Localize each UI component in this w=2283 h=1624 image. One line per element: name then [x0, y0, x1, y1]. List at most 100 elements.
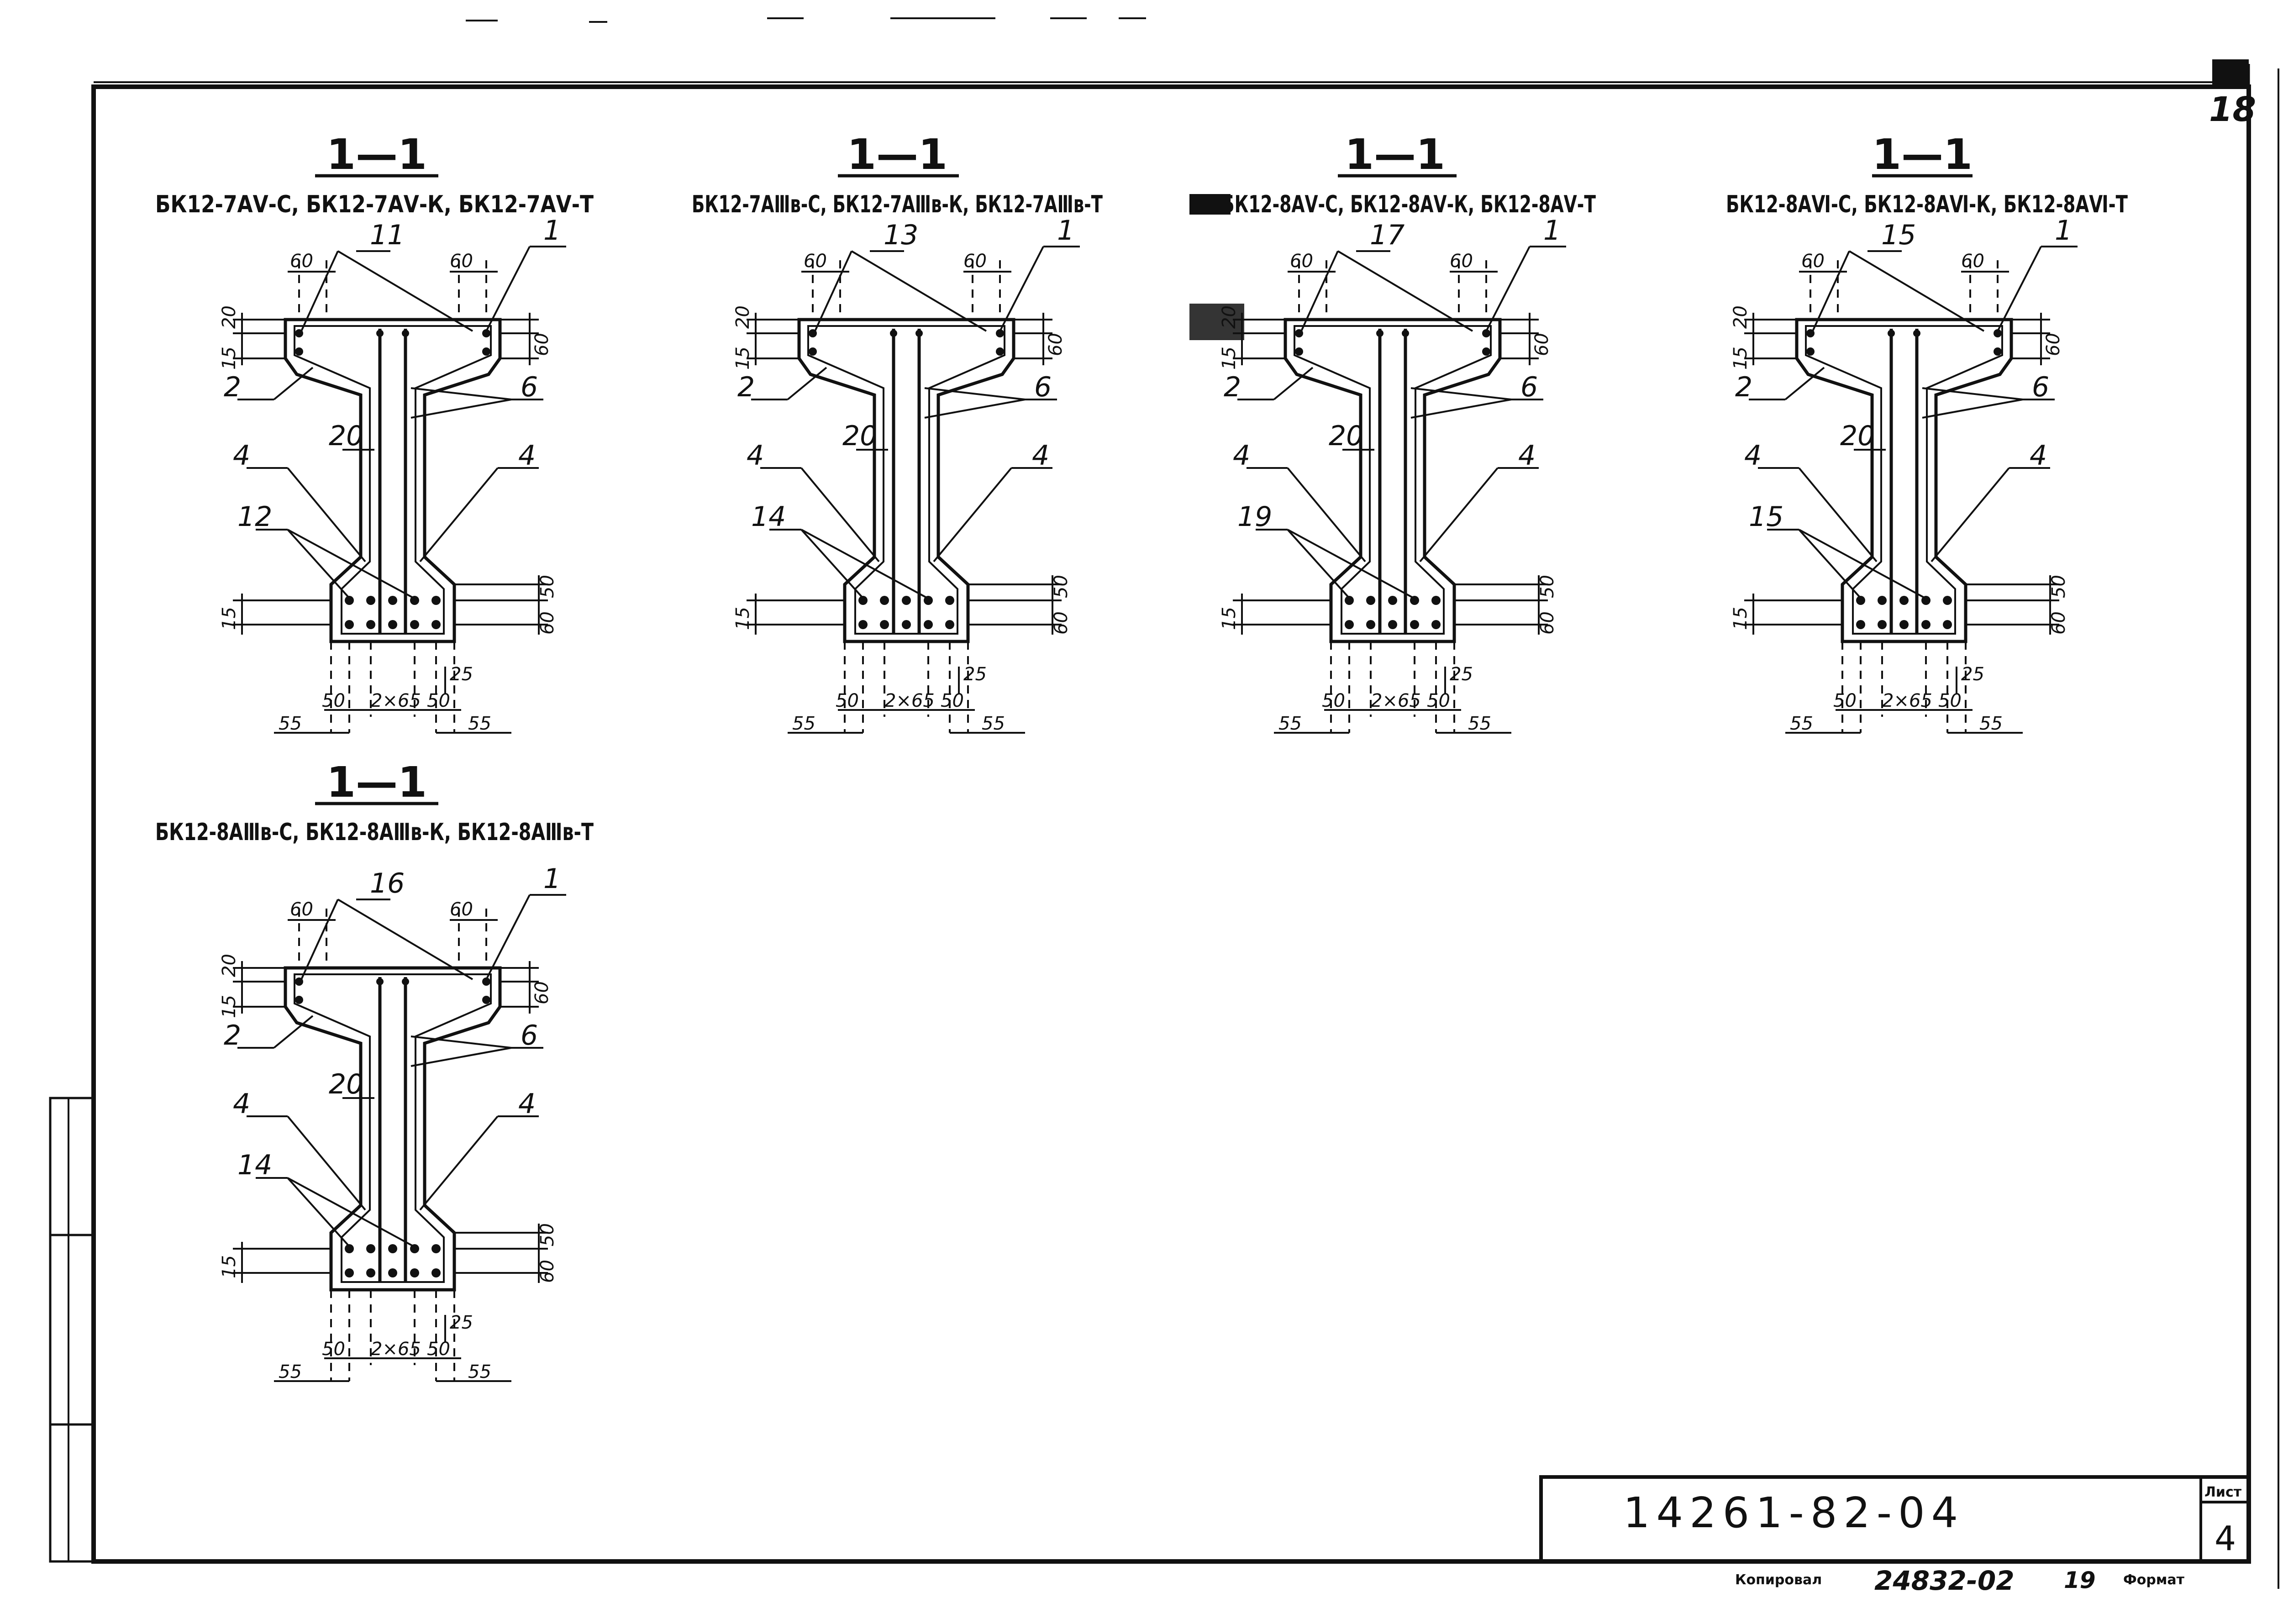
svg-text:55: 55	[1790, 713, 1813, 734]
svg-text:55: 55	[279, 713, 302, 734]
svg-text:15: 15	[732, 347, 753, 370]
label-side-right: 4	[1032, 440, 1049, 472]
label-flange: 2	[737, 371, 755, 403]
corner-tab-number: 18	[2209, 90, 2256, 129]
svg-text:50: 50	[1322, 690, 1345, 711]
svg-text:20: 20	[219, 954, 240, 977]
svg-text:15: 15	[219, 995, 240, 1018]
svg-text:50: 50	[1427, 690, 1450, 711]
section-subtitle: БК12-8АⅤ-С, БК12-8АⅤ-К, БК12-8АⅤ-Т	[1221, 191, 1596, 218]
svg-text:50: 50	[537, 575, 558, 598]
label-flange: 2	[224, 371, 241, 403]
svg-text:55: 55	[468, 713, 491, 734]
svg-text:2×65: 2×65	[371, 1339, 421, 1360]
section-1: 1—1 БК12-7АⅤ-С, БК12-7АⅤ-К, БК12-7АⅤ-Т 1…	[155, 130, 594, 734]
label-side-left: 4	[747, 440, 764, 472]
svg-text:15: 15	[1219, 607, 1240, 630]
svg-text:2×65: 2×65	[884, 690, 935, 711]
svg-text:25: 25	[450, 1312, 473, 1333]
label-side-left: 4	[1233, 440, 1250, 472]
svg-text:50: 50	[427, 690, 450, 711]
svg-text:50: 50	[322, 690, 345, 711]
section-3: 1—1 БК12-8АⅤ-С, БК12-8АⅤ-К, БК12-8АⅤ-Т 1…	[1189, 130, 1596, 734]
svg-text:25: 25	[450, 664, 473, 685]
svg-text:60: 60	[2048, 611, 2069, 635]
svg-text:50: 50	[1938, 690, 1962, 711]
svg-text:60: 60	[1051, 611, 1072, 635]
svg-text:60: 60	[1450, 251, 1473, 272]
svg-text:60: 60	[963, 251, 987, 272]
label-web-bars: 6	[1034, 371, 1052, 403]
svg-text:55: 55	[792, 713, 815, 734]
label-side-left: 4	[233, 1088, 250, 1120]
svg-text:50: 50	[1833, 690, 1857, 711]
label-corner: 1	[543, 215, 561, 247]
order-suffix: 19	[2064, 1567, 2096, 1593]
svg-text:15: 15	[1730, 607, 1751, 630]
label-bottom-bars: 14	[237, 1149, 272, 1181]
format-label: Формат	[2123, 1572, 2185, 1588]
label-web-bars: 6	[2032, 371, 2049, 403]
svg-text:50: 50	[537, 1223, 558, 1246]
order-number: 24832-02	[1874, 1565, 2015, 1596]
label-top-bars: 17	[1370, 219, 1405, 251]
label-top-bars: 16	[370, 867, 405, 899]
svg-text:20: 20	[1219, 305, 1240, 329]
svg-text:15: 15	[219, 1255, 240, 1278]
svg-text:60: 60	[450, 899, 473, 920]
svg-text:2×65: 2×65	[1882, 690, 1932, 711]
svg-text:60: 60	[1537, 611, 1558, 635]
scan-marks	[466, 17, 2279, 1589]
label-bottom-bars: 14	[751, 501, 786, 533]
svg-text:55: 55	[1278, 713, 1302, 734]
svg-text:50: 50	[322, 1339, 345, 1360]
svg-text:60: 60	[450, 251, 473, 272]
side-stamp	[49, 1097, 95, 1563]
svg-text:60: 60	[531, 981, 552, 1004]
section-title: 1—1	[326, 130, 427, 179]
label-corner: 1	[543, 863, 561, 895]
svg-text:60: 60	[1531, 333, 1552, 356]
label-top-bars: 13	[884, 219, 918, 251]
label-side-right: 4	[1518, 440, 1536, 472]
svg-text:50: 50	[941, 690, 964, 711]
svg-text:15: 15	[219, 347, 240, 370]
svg-text:55: 55	[1468, 713, 1491, 734]
label-side-right: 4	[518, 440, 536, 472]
section-title: 1—1	[847, 130, 947, 179]
label-side-left: 4	[1744, 440, 1762, 472]
label-web-width: 20	[329, 420, 363, 452]
svg-text:60: 60	[290, 899, 313, 920]
document-code: 14261-82-04	[1623, 1488, 1964, 1537]
label-web-bars: 6	[521, 371, 538, 403]
section-4: 1—1 БК12-8АⅥ-С, БК12-8АⅥ-К, БК12-8АⅥ-Т 1…	[1726, 130, 2128, 734]
section-subtitle: БК12-7АⅢв-С, БК12-7АⅢв-К, БК12-7АⅢв-Т	[692, 191, 1103, 218]
svg-text:60: 60	[290, 251, 313, 272]
section-5: 1—1 БК12-8АⅢв-С, БК12-8АⅢв-К, БК12-8АⅢв-…	[155, 758, 594, 1382]
label-flange: 2	[1224, 371, 1241, 403]
label-web-bars: 6	[1520, 371, 1538, 403]
svg-text:60: 60	[531, 333, 552, 356]
label-top-bars: 15	[1881, 219, 1916, 251]
svg-text:60: 60	[537, 611, 558, 635]
copied-label: Копировал	[1735, 1572, 1822, 1588]
svg-text:60: 60	[2043, 333, 2064, 356]
label-web-width: 20	[1329, 420, 1363, 452]
svg-text:60: 60	[1290, 251, 1313, 272]
svg-text:55: 55	[279, 1361, 302, 1382]
section-subtitle: БК12-7АⅤ-С, БК12-7АⅤ-К, БК12-7АⅤ-Т	[155, 191, 594, 218]
section-subtitle: БК12-8АⅥ-С, БК12-8АⅥ-К, БК12-8АⅥ-Т	[1726, 191, 2128, 218]
label-flange: 2	[1735, 371, 1752, 403]
svg-text:55: 55	[1979, 713, 2003, 734]
section-title: 1—1	[1872, 130, 1973, 179]
label-corner: 1	[1057, 215, 1074, 247]
svg-text:55: 55	[982, 713, 1005, 734]
label-side-left: 4	[233, 440, 250, 472]
svg-text:60: 60	[1961, 251, 1984, 272]
svg-text:15: 15	[1730, 347, 1751, 370]
svg-text:20: 20	[732, 305, 753, 329]
section-2: 1—1 БК12-7АⅢв-С, БК12-7АⅢв-К, БК12-7АⅢв-…	[692, 130, 1103, 734]
svg-text:60: 60	[537, 1260, 558, 1283]
svg-text:50: 50	[1051, 575, 1072, 598]
svg-text:50: 50	[2048, 575, 2069, 598]
